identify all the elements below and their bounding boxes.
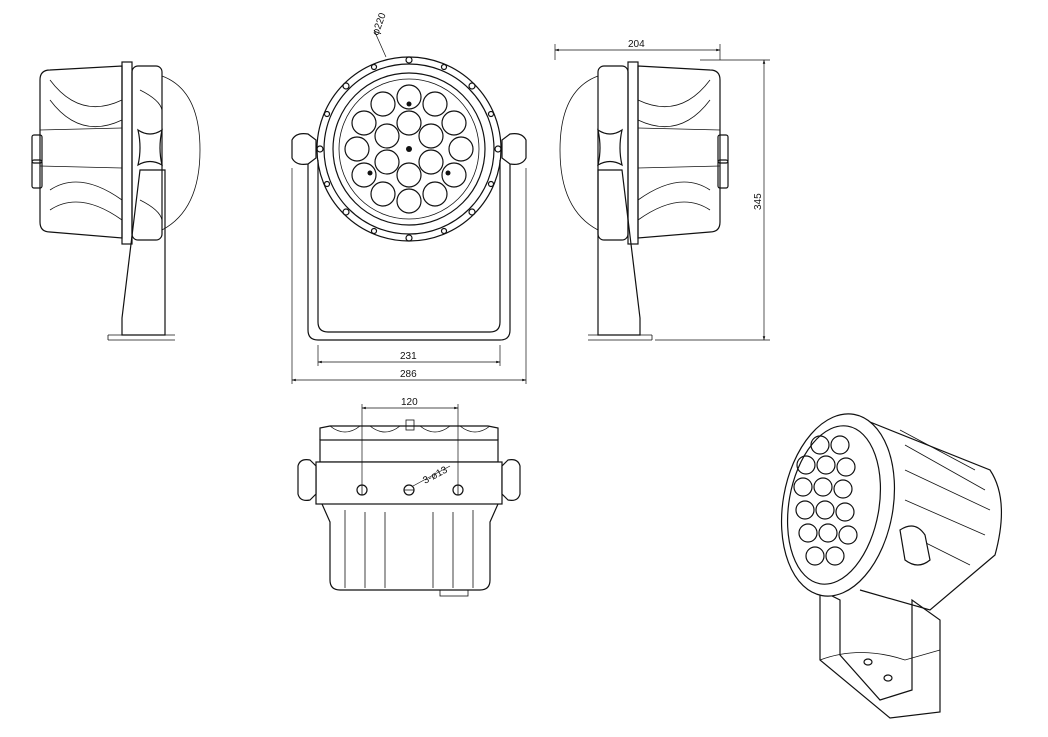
dim-height: 345 [753, 193, 764, 210]
tilt-knob [137, 128, 163, 167]
bezel-screws [316, 56, 502, 242]
dim-lens-diameter: φ220 [370, 11, 388, 37]
dim-overall-width: 286 [400, 369, 417, 380]
knob-left [291, 133, 317, 165]
mount-holes [356, 484, 464, 496]
dim-mount-hole-spacing: 120 [401, 397, 418, 408]
iso-lenses [793, 435, 858, 566]
stand-bracket-right [597, 169, 641, 336]
bottom-view: 120 3-ø13 [297, 397, 521, 597]
dim-bracket-inner-width: 231 [400, 351, 417, 362]
u-bracket [307, 160, 511, 341]
stand-bracket [121, 169, 166, 336]
dim-depth: 204 [628, 39, 645, 50]
tilt-knob-right [597, 128, 623, 167]
knob-left-bottom [297, 459, 317, 501]
isometric-view [780, 413, 1002, 719]
led-lenses [344, 84, 474, 214]
mount-plate [315, 461, 503, 505]
front-view: φ220 231 286 [291, 11, 527, 384]
side-view-left [31, 61, 201, 341]
knob-right [501, 133, 527, 165]
iso-stand [819, 589, 941, 719]
side-view-right: 204 345 [554, 39, 770, 341]
knob-right-bottom [501, 459, 521, 501]
